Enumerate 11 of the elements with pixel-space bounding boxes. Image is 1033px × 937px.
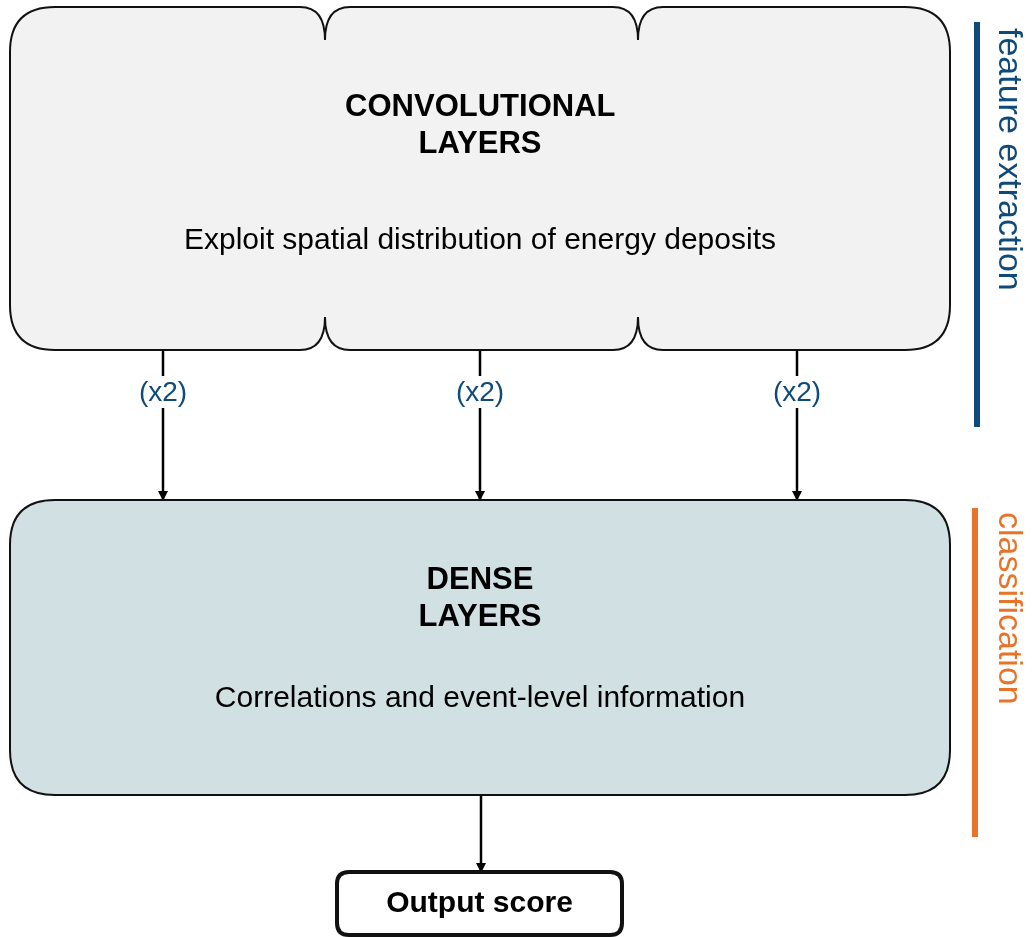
section-label: feature extraction (991, 28, 1030, 291)
block-description: Correlations and event-level information (214, 679, 746, 715)
block-description: Exploit spatial distribution of energy deposits (184, 221, 776, 257)
layer-block (10, 7, 950, 350)
output-box (337, 872, 622, 935)
section-label: classification (991, 512, 1030, 705)
arrow (476, 795, 486, 873)
block-title: CONVOLUTIONAL LAYERS (345, 87, 615, 161)
output-label: Output score (386, 884, 573, 920)
block-title: DENSE LAYERS (418, 560, 542, 634)
layer-block (10, 500, 950, 795)
